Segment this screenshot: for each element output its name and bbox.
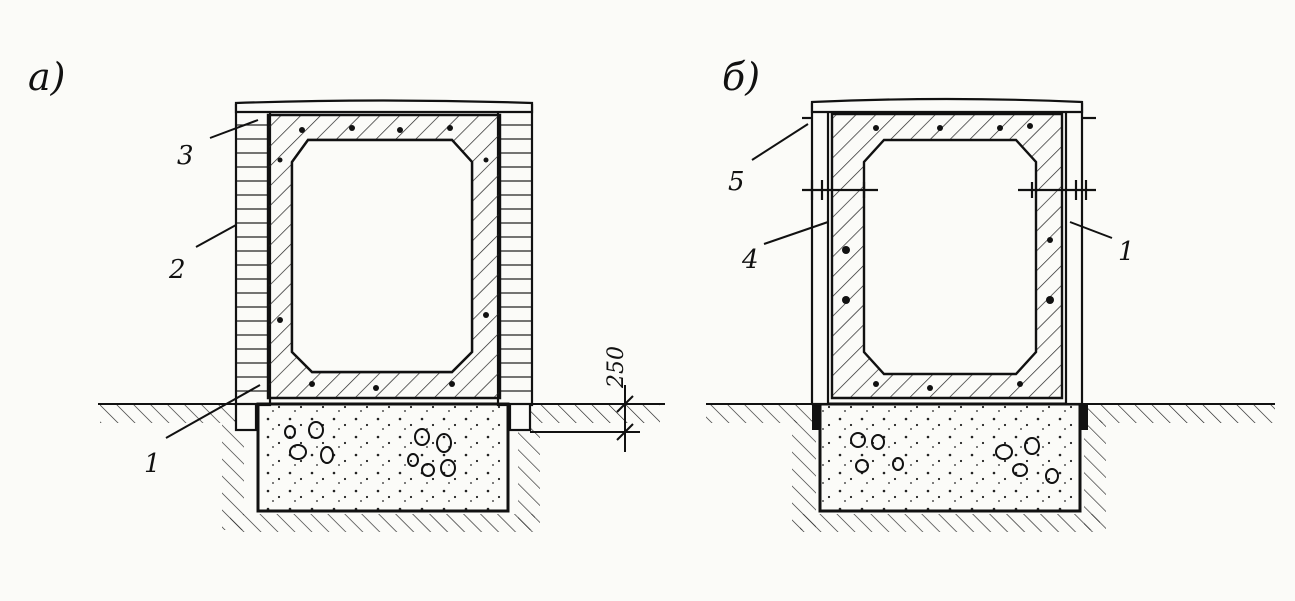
foundation-block [256, 402, 510, 513]
soil-hatch [530, 405, 660, 423]
box-cavity [290, 138, 474, 374]
leader-line-1 [165, 384, 261, 439]
box-cavity [862, 138, 1038, 376]
pit-soil-right [1084, 420, 1106, 530]
pit-soil-left [792, 420, 816, 530]
leader-line-1b [1069, 221, 1113, 239]
panel-label-b: б) [722, 55, 760, 99]
leader-line-4 [763, 221, 829, 245]
panel-b: б) 5 4 1 [706, 55, 1275, 532]
leader-line-2 [195, 224, 237, 248]
soil-hatch [100, 405, 235, 423]
pit-soil-bottom [230, 514, 535, 532]
brick-wall-left [234, 103, 272, 407]
pit-soil-bottom [800, 514, 1100, 532]
support-pad-right [1080, 404, 1088, 430]
brick-cap [234, 99, 534, 114]
callout-5: 5 [728, 167, 745, 197]
callout-2: 2 [168, 255, 186, 285]
leader-line-3 [209, 119, 259, 139]
aggregate-stones [284, 421, 456, 477]
support-pad-left [234, 402, 258, 432]
aggregate-stones [850, 432, 1059, 484]
formwork-right [1064, 102, 1084, 406]
support-pad-right [508, 402, 532, 432]
rebar-marks [277, 125, 489, 391]
callout-3: 3 [177, 141, 194, 171]
formwork-left [810, 102, 830, 406]
brick-wall-right [496, 103, 534, 407]
panel-a: 250 а) 3 2 1 [28, 55, 665, 532]
dimension-marker [530, 385, 640, 452]
rebar-marks [842, 123, 1054, 391]
soil-hatch [1088, 405, 1275, 423]
callout-1: 1 [144, 449, 161, 479]
soil-hatch [706, 405, 811, 423]
panel-label-a: а) [28, 55, 65, 99]
support-pad-left [812, 404, 820, 430]
dimension-label: 250 [604, 346, 629, 389]
callout-1b: 1 [1118, 237, 1135, 267]
formwork-top [810, 97, 1084, 114]
pit-soil-right [518, 420, 540, 530]
foundation-block [818, 402, 1082, 513]
callout-4: 4 [741, 245, 759, 275]
pit-soil-left [222, 420, 244, 530]
leader-line-5 [751, 123, 809, 161]
clamp-bolts [802, 116, 1096, 200]
